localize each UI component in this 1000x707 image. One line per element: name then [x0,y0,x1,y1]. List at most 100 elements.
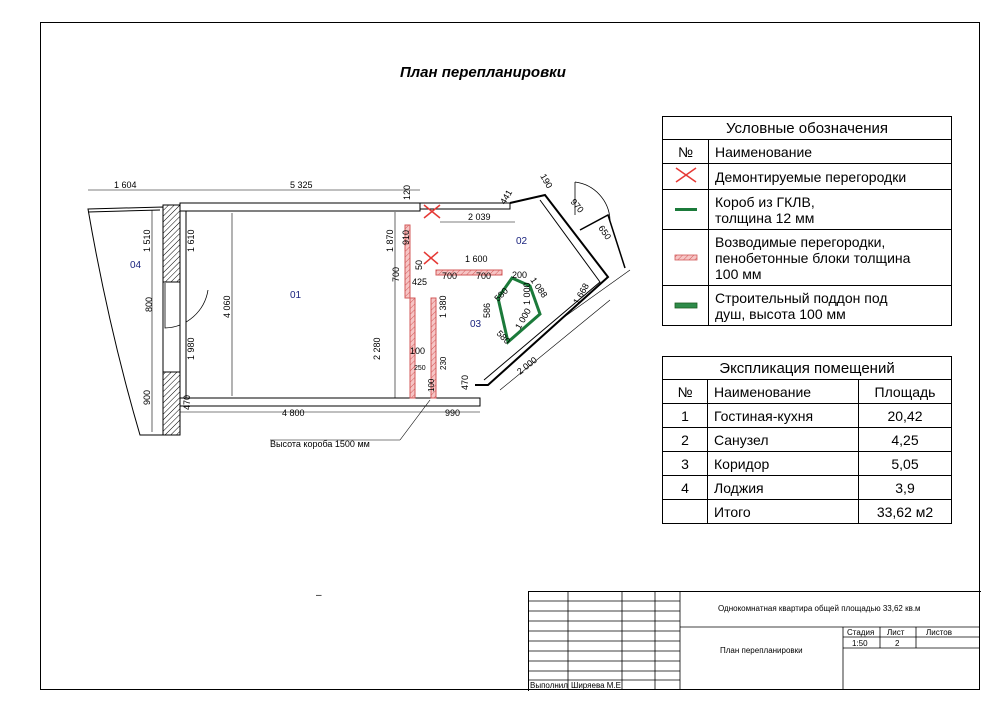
dim-50: 50 [414,260,424,270]
dim-700c: 700 [476,271,491,281]
room-label-04: 04 [130,260,142,271]
bath-door-swing [574,181,611,221]
gklv-box-icon [674,207,697,211]
table-cell: Лоджия [707,475,859,500]
dim-470b: 470 [182,395,192,410]
table-cell: Короб из ГКЛВ,толщина 12 мм [708,189,952,230]
dim-190: 190 [538,172,554,190]
stamp-scale: 1:50 [852,639,868,648]
table-row: 2 Санузел 4,25 [662,427,952,452]
dim-1380: 1 380 [438,295,448,318]
new-partition-2 [430,297,437,399]
dim-425: 425 [412,277,427,287]
dim-1610: 1 610 [186,229,196,252]
table-cell: Гостиная-кухня [707,403,859,428]
dim-1604: 1 604 [114,180,137,190]
stamp-sheet-num: 2 [895,639,900,648]
explication-table: Экспликация помещений № Наименование Пло… [662,356,952,524]
legend-item-gklv-line2: толщина 12 мм [715,209,815,226]
dim-580a: 580 [492,286,510,304]
dim-970: 970 [568,197,585,215]
dim-2280: 2 280 [372,337,382,360]
dim-580b: 580 [495,328,513,346]
legend-col-name: Наименование [708,139,952,164]
dim-990: 990 [445,408,460,418]
legend-table: Условные обозначения № Наименование Демо… [662,116,952,326]
dim-100: 100 [410,346,425,356]
dim-2039: 2 039 [468,212,491,222]
shower-tray-icon [674,302,697,308]
table-cell: Возводимые перегородки,пенобетонные блок… [662,229,952,286]
dim-4800: 4 800 [282,408,305,418]
balcony-door-swing [164,283,209,329]
table-cell: Возводимые перегородки,пенобетонные блок… [708,229,952,286]
room-label-02: 02 [516,236,528,247]
legend-item-partition-line2: пенобетонные блоки толщина [715,249,911,266]
bath-wall-right [475,193,610,386]
legend-title: Условные обозначения [662,116,952,140]
legend-item-gklv-line1: Короб из ГКЛВ, [715,193,815,210]
expl-total-area: 33,62 м2 [858,499,952,524]
expl-col-num: № [662,379,708,404]
stamp-sheets-label: Листов [926,628,952,637]
wall-top-corridor [419,202,511,210]
table-cell [662,285,709,326]
table-row: 4 Лоджия 3,9 [662,475,952,500]
dim-100b: 100 [427,378,436,392]
dim-800: 800 [144,297,154,312]
dim-650: 650 [596,223,613,241]
dim-4060: 4 060 [222,295,232,318]
table-cell [662,229,709,286]
table-cell: Санузел [707,427,859,452]
red-cross-icon [675,167,696,183]
dim-1510: 1 510 [142,229,152,252]
table-cell: 3,9 [858,475,952,500]
wall-top-main [179,202,421,212]
table-cell: Условные обозначения [662,116,952,140]
dim-1000b: 1 000 [513,306,533,331]
table-cell: Экспликация помещений [662,356,952,380]
bath-wall-short [579,213,626,269]
legend-item-partition-line3: 100 мм [715,265,762,282]
dim-1980: 1 980 [186,337,196,360]
dim-250: 250 [414,365,426,372]
legend-item-tray-line2: душ, высота 100 мм [715,305,846,322]
legend-item-tray-line1: Строительный поддон под [715,289,888,306]
table-row: 3 Коридор 5,05 [662,451,952,476]
wall-bottom-main [179,397,481,407]
stamp-sheet-label: Лист [887,628,905,637]
dim-700a: 700 [391,267,401,282]
stamp-stage-label: Стадия [847,628,875,637]
dim-1000a: 1 000 [522,282,532,305]
stamp-grid [528,591,980,690]
table-cell: 4 [662,475,708,500]
new-partition-3 [435,269,503,276]
table-row-total: Итого 33,62 м2 [662,499,952,524]
demolish-mark-1 [423,204,441,219]
dim-586: 586 [482,303,492,318]
drawing-frame [40,22,980,690]
room-label-03: 03 [470,319,482,330]
new-partition-icon [674,254,697,260]
legend-item-demolish: Демонтируемые перегородки [708,163,952,190]
table-cell: Короб из ГКЛВ,толщина 12 мм [662,189,952,230]
outer-wall-left-upper [162,204,181,283]
dim-1870: 1 870 [385,229,395,252]
table-cell: 2 [662,427,708,452]
dim-700b: 700 [442,271,457,281]
dim-200: 200 [512,270,527,280]
table-row: 1 Гостиная-кухня 20,42 [662,403,952,428]
table-cell: 20,42 [858,403,952,428]
table-cell: № Наименование Площадь [662,379,952,404]
box-height-note: Высота короба 1500 мм [270,439,370,449]
explication-title: Экспликация помещений [662,356,952,380]
outer-wall-left-lower [162,371,181,436]
demolish-mark-2 [423,251,439,265]
stamp-author-name: Ширяева М.Е [571,681,621,690]
bath-wall-right-inner [483,199,601,381]
dim-910: 910 [401,230,411,245]
title-block [528,591,981,691]
